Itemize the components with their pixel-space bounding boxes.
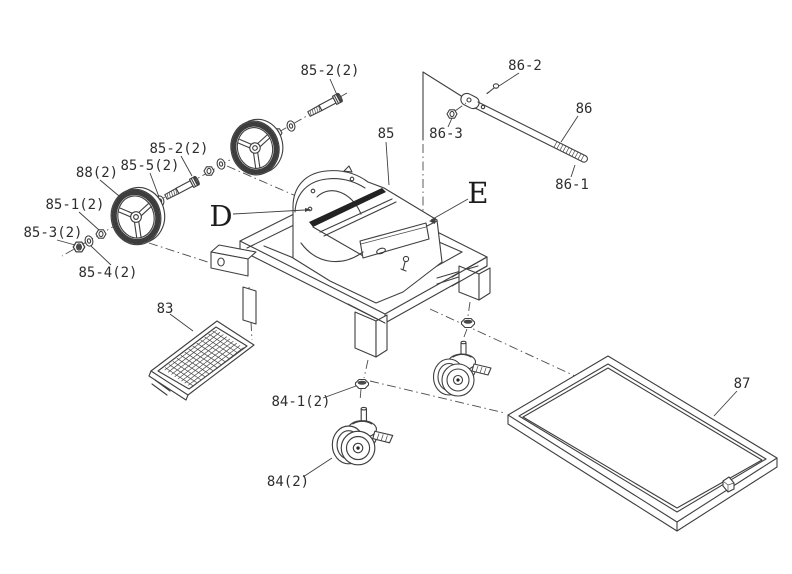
caster-left: [331, 406, 394, 466]
bottom-pan: [507, 355, 778, 532]
rod-construction-lines: [422, 71, 467, 141]
label-rod-nut: 86-3: [429, 126, 463, 142]
table-surface-lines: [319, 198, 397, 237]
hex-nut: [203, 166, 215, 176]
label-wheel: 88(2): [76, 165, 118, 181]
front-leg-front-face: [354, 311, 377, 358]
label-rod-threaded-end: 86-1: [555, 177, 589, 193]
label-axle-bolt-upper: 85-2(2): [300, 63, 359, 79]
body-screw: [402, 255, 410, 263]
rod-pivot-tab: [460, 92, 480, 110]
pan-alignment-line-left: [369, 380, 506, 414]
front-leg-side-face: [375, 314, 388, 358]
caster-nut-right: [460, 317, 476, 329]
wheel-axle-assembly: [72, 92, 344, 253]
washer: [215, 157, 227, 171]
stand-frame: [210, 183, 491, 358]
label-caster-nut: 84-1(2): [271, 394, 330, 410]
right-axle-branch-line: [226, 165, 304, 200]
tray-mesh-lines-b: [164, 329, 244, 388]
washer: [285, 119, 297, 133]
body-oval-cutout: [376, 247, 386, 255]
caster-line-right: [463, 301, 471, 338]
body-screw-shaft: [400, 261, 407, 272]
label-machine-body: 85: [378, 126, 395, 142]
rod-pivot-hole: [466, 97, 472, 103]
tray-handle: [151, 379, 171, 396]
plate-hole: [349, 176, 355, 182]
label-caster: 84(2): [267, 474, 309, 490]
label-axle-bolt-lower: 85-2(2): [149, 141, 208, 157]
caster-nut-left: [354, 378, 370, 390]
side-slot-inner-line: [360, 226, 427, 245]
rod-threaded-end: [553, 141, 585, 161]
rail-over-legs: [347, 256, 488, 324]
axle-bolt-lower: [163, 175, 201, 202]
rod-second-hole: [480, 104, 486, 110]
detail-d-arrow: [305, 208, 311, 212]
plate-tab: [343, 165, 353, 173]
pan-rim-inner: [518, 363, 767, 513]
top-plate-thickness-arc: [294, 178, 366, 213]
label-push-rod: 86: [576, 101, 593, 117]
axle-bolt-upper: [306, 92, 344, 119]
detail-e-arrow: [429, 218, 436, 224]
label-lock-nut: 85-3(2): [23, 225, 82, 241]
tray-rim-inner: [157, 326, 248, 390]
housing-curve: [300, 242, 364, 263]
label-inner-nut: 85-1(2): [45, 197, 104, 213]
callout-detail-e: E: [467, 176, 488, 210]
caster-line-left: [359, 359, 369, 402]
left-axle-branch-line: [148, 242, 215, 265]
label-chip-tray: 83: [157, 301, 174, 317]
inner-nut: [95, 229, 107, 239]
wheel-axle-centerline: [61, 92, 348, 257]
push-rod-assembly: [422, 71, 588, 213]
pan-clip-tab-lines: [722, 480, 735, 492]
frame-rear-left-rail: [239, 212, 297, 249]
chip-tray: [148, 320, 255, 401]
inner-washer: [83, 234, 95, 248]
set-screw-head: [492, 83, 500, 89]
callout-detail-d: D: [209, 199, 232, 233]
plate-hole: [310, 188, 316, 194]
leader-lines: [56, 72, 738, 478]
caster-right: [432, 340, 492, 397]
set-screw-shaft: [486, 87, 495, 95]
rear-left-leg: [242, 286, 257, 325]
label-inner-washer: 85-4(2): [78, 265, 137, 281]
rod-nut-line: [454, 102, 467, 112]
pan-floor-edge: [522, 367, 763, 509]
left-axle-tube-hole: [217, 257, 225, 267]
rod-shaft: [474, 101, 588, 163]
right-leg-side-face: [478, 267, 491, 301]
part-labels: 85-2(2) 86-2 86 86-3 86-1 85 85-2(2) 85-…: [23, 58, 750, 490]
tray-thickness: [148, 370, 189, 401]
label-rod-set-screw: 86-2: [508, 58, 542, 74]
table-edge-stripe: [309, 188, 386, 227]
pan-thickness: [507, 414, 778, 532]
label-bottom-pan: 87: [734, 376, 751, 392]
lock-nut-insert: [76, 244, 82, 250]
label-outer-washer: 85-5(2): [120, 158, 179, 174]
tray-mesh-lines-a: [164, 330, 242, 387]
caster-hardware: [331, 301, 492, 466]
plate-opening-arc: [316, 190, 362, 215]
machine-body: [292, 165, 443, 304]
